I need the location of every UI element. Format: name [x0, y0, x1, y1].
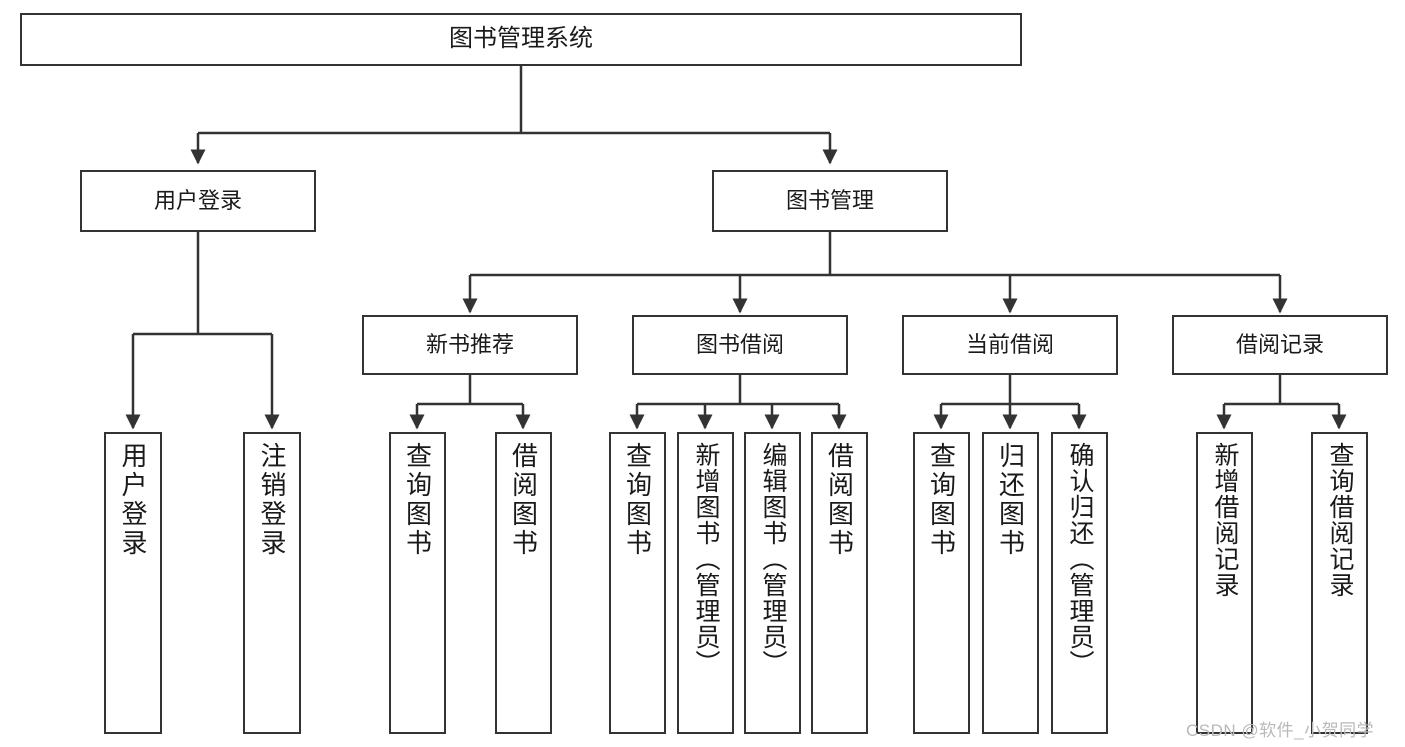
node-leaf-query-book-2-label: 查询图书: [622, 442, 653, 558]
node-current-borrow[interactable]: 当前借阅: [902, 315, 1118, 375]
node-book-borrow-label: 图书借阅: [695, 331, 784, 357]
node-leaf-query-record-label: 查询借阅记录: [1326, 442, 1354, 598]
node-leaf-return-book-label: 归还图书: [995, 442, 1026, 558]
node-leaf-borrow-book-2-label: 借阅图书: [824, 442, 855, 558]
node-new-book-recommend[interactable]: 新书推荐: [362, 315, 578, 375]
node-leaf-user-login[interactable]: 用户登录: [104, 432, 162, 734]
node-leaf-return-book[interactable]: 归还图书: [982, 432, 1039, 734]
node-leaf-add-book[interactable]: 新增图书（管理员）: [677, 432, 734, 734]
node-leaf-edit-book-label: 编辑图书（管理员）: [759, 442, 787, 676]
node-leaf-query-record[interactable]: 查询借阅记录: [1311, 432, 1368, 734]
node-leaf-add-record-label: 新增借阅记录: [1211, 442, 1239, 598]
node-user-login[interactable]: 用户登录: [80, 170, 316, 232]
node-current-borrow-label: 当前借阅: [965, 331, 1054, 357]
node-leaf-logout-label: 注销登录: [257, 442, 287, 558]
node-book-management[interactable]: 图书管理: [712, 170, 948, 232]
node-leaf-query-book-3[interactable]: 查询图书: [913, 432, 970, 734]
node-leaf-query-book-3-label: 查询图书: [926, 442, 957, 558]
node-leaf-user-login-label: 用户登录: [118, 442, 148, 558]
node-leaf-query-book-2[interactable]: 查询图书: [609, 432, 666, 734]
node-leaf-logout[interactable]: 注销登录: [243, 432, 301, 734]
node-new-book-recommend-label: 新书推荐: [425, 331, 514, 357]
node-leaf-add-record[interactable]: 新增借阅记录: [1196, 432, 1253, 734]
node-leaf-query-book-1-label: 查询图书: [402, 442, 433, 558]
node-leaf-edit-book[interactable]: 编辑图书（管理员）: [744, 432, 801, 734]
node-user-login-label: 用户登录: [153, 187, 242, 213]
node-leaf-query-book-1[interactable]: 查询图书: [389, 432, 446, 734]
node-leaf-add-book-label: 新增图书（管理员）: [692, 442, 720, 676]
node-leaf-borrow-book-2[interactable]: 借阅图书: [811, 432, 868, 734]
node-borrow-record[interactable]: 借阅记录: [1172, 315, 1388, 375]
node-borrow-record-label: 借阅记录: [1235, 331, 1324, 357]
watermark: CSDN @软件_小贺同学: [1186, 721, 1375, 740]
node-book-borrow[interactable]: 图书借阅: [632, 315, 848, 375]
node-root[interactable]: 图书管理系统: [20, 13, 1022, 66]
node-leaf-confirm-return[interactable]: 确认归还（管理员）: [1051, 432, 1108, 734]
node-leaf-borrow-book-1-label: 借阅图书: [508, 442, 539, 558]
node-leaf-borrow-book-1[interactable]: 借阅图书: [495, 432, 552, 734]
node-root-label: 图书管理系统: [449, 25, 593, 53]
node-book-management-label: 图书管理: [785, 187, 874, 213]
node-leaf-confirm-return-label: 确认归还（管理员）: [1066, 442, 1094, 676]
